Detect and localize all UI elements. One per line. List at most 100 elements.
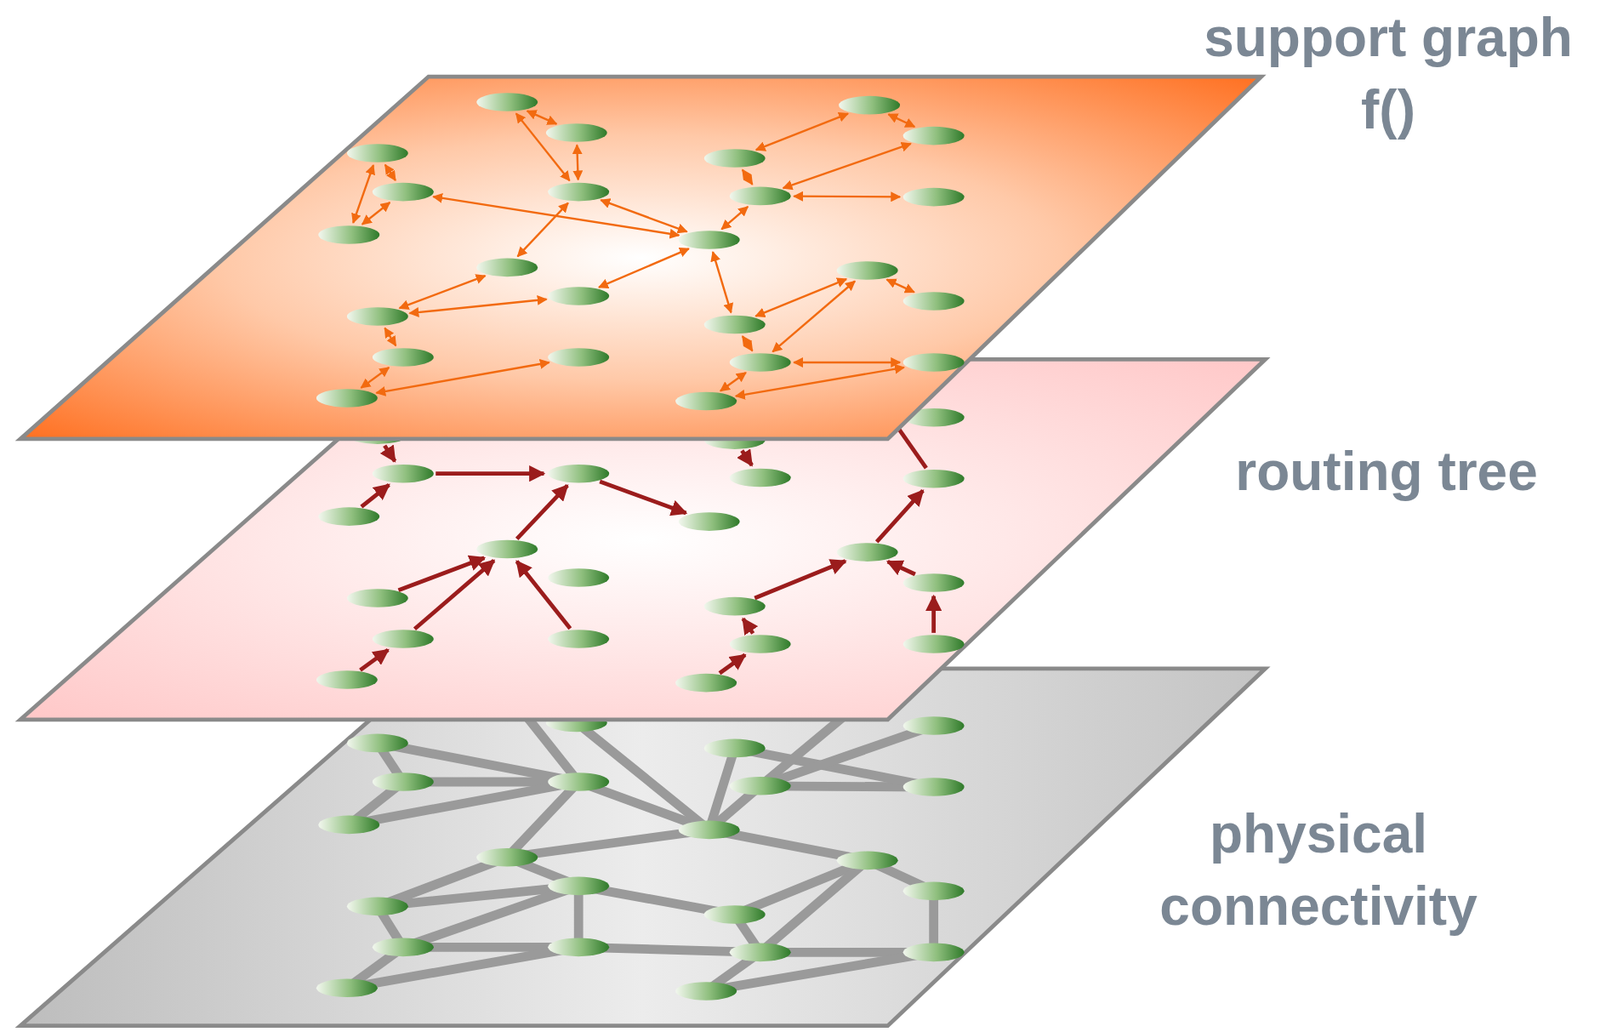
physical-link [760,725,934,786]
support-arrow [793,194,900,198]
graph-node [729,353,792,372]
graph-node [372,347,434,367]
graph-node [704,315,766,335]
support-arrow [783,143,912,188]
graph-node [729,943,792,963]
support-arrow [576,144,578,180]
routing-arrow [361,484,389,507]
routing-arrow [888,561,916,575]
support-arrow [888,113,916,127]
support-arrow [600,199,687,232]
graph-node [547,938,610,957]
graph-node [547,629,610,649]
graph-node [903,943,965,963]
support-arrow [742,335,753,351]
graph-node [546,123,608,143]
graph-node [372,464,434,484]
graph-node [729,634,792,654]
graph-node [547,347,610,367]
graph-node [547,568,610,587]
graph-node [347,307,409,326]
support-arrow [772,281,855,353]
support-arrow [399,275,486,308]
support-arrow [735,367,905,397]
graph-node [704,905,766,924]
graph-node [903,291,965,311]
graph-node [678,820,741,840]
graph-node [347,143,409,163]
routing-arrow [599,481,686,513]
graph-node [704,148,766,168]
graph-node [837,851,899,871]
graph-node [318,815,380,835]
graph-node [476,92,538,112]
graph-node [837,261,899,280]
support-arrow [516,113,570,181]
graph-node [903,469,965,489]
physical-link [578,781,710,830]
graph-node [903,573,965,593]
routing-arrow [398,558,484,591]
layer-label: physical connectivity [1131,797,1506,943]
graph-node [838,96,900,115]
layer-label: routing tree [1233,435,1540,508]
graph-node [729,187,792,206]
graph-node [547,876,610,896]
layer-label: support graph f() [1184,1,1593,147]
graph-node [347,734,409,753]
graph-node [547,464,610,484]
routing-arrow [517,485,568,540]
routing-arrow [435,471,544,476]
support-arrow [384,328,396,347]
graph-node [903,353,965,372]
graph-node [903,187,965,207]
graph-node [704,739,766,758]
support-arrow [385,165,396,181]
routing-arrow [360,649,389,671]
support-arrow [362,202,390,225]
physical-layer [20,668,1266,1026]
graph-node [675,673,737,693]
graph-node [547,772,610,792]
support-arrow [353,165,374,223]
graph-node [318,225,380,245]
support-arrow [712,251,731,313]
graph-node [347,588,409,608]
graph-node [372,182,434,202]
graph-node [547,182,610,202]
graph-node [347,897,409,917]
graph-node [316,670,378,689]
graph-node [476,258,538,278]
support-arrow [793,361,900,364]
routing-arrow [931,596,936,633]
support-arrow [361,367,390,388]
graph-node [372,772,434,792]
physical-link [506,829,710,857]
support-arrow [409,299,547,314]
routing-arrow [741,450,752,466]
support-arrow [756,113,849,151]
support-arrow [527,110,558,124]
graph-node [729,776,792,796]
graph-node [372,938,434,957]
routing-arrow [743,618,754,633]
support-arrow [721,206,748,230]
graph-node [675,392,737,411]
graph-node [316,388,378,408]
graph-node [547,286,610,306]
support-arrow [598,248,689,287]
physical-link [734,859,868,915]
routing-arrow [754,561,846,598]
physical-link [760,859,868,952]
support-arrow [887,279,915,293]
graph-node [903,882,965,901]
routing-arrow [414,560,494,629]
support-arrow [742,170,753,185]
graph-node [903,716,965,735]
graph-node [678,230,741,250]
graph-node [704,597,766,616]
graph-node [903,126,965,146]
support-arrow [518,203,569,257]
graph-node [903,634,965,654]
graph-node [476,848,538,867]
